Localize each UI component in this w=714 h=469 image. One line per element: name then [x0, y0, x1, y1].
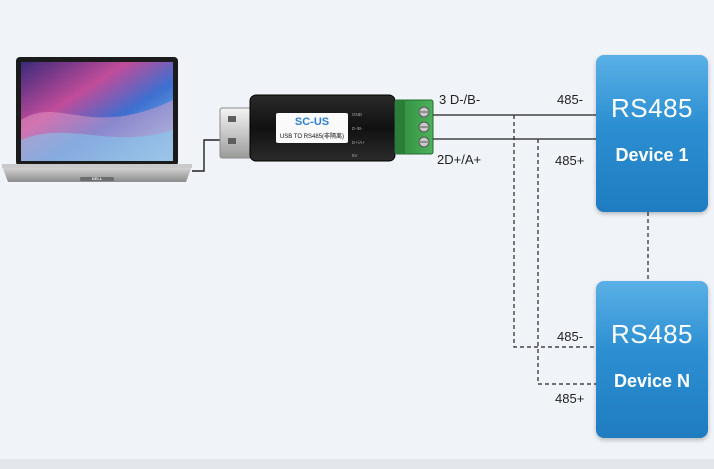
wire-b-minus-branch [513, 115, 597, 348]
device-1-box: RS485 Device 1 [596, 55, 708, 212]
usb-plug-icon [219, 107, 255, 159]
svg-text:D+/A+: D+/A+ [352, 140, 365, 145]
laptop-brand: DELL [91, 176, 103, 181]
device-n-title: RS485 [611, 319, 693, 349]
usb-converter-icon: GND D-/B- D+/A+ 5V [249, 94, 396, 162]
device-1-title: RS485 [611, 93, 693, 123]
usb-cable [192, 139, 222, 172]
terminal-block-icon [394, 99, 434, 155]
devicen-pin-minus: 485- [557, 329, 584, 344]
converter-model: SC-US [294, 116, 330, 128]
device1-pin-plus: 485+ [555, 153, 585, 168]
svg-text:5V: 5V [352, 153, 358, 158]
wire-a-plus-branch [537, 139, 597, 385]
svg-text:D-/B-: D-/B- [352, 126, 363, 131]
converter-description: USB TO RS485(非隔离) [279, 134, 345, 140]
device-1-name: Device 1 [615, 145, 689, 165]
svg-text:GND: GND [352, 112, 363, 117]
device-n-box: RS485 Device N [596, 281, 708, 438]
laptop-icon [2, 57, 192, 182]
wire-label-bottom: 2D+/A+ [437, 152, 482, 167]
device1-pin-minus: 485- [557, 92, 584, 107]
wire-label-top: 3 D-/B- [439, 92, 481, 107]
device-n-name: Device N [613, 371, 691, 391]
devicen-pin-plus: 485+ [555, 391, 585, 406]
